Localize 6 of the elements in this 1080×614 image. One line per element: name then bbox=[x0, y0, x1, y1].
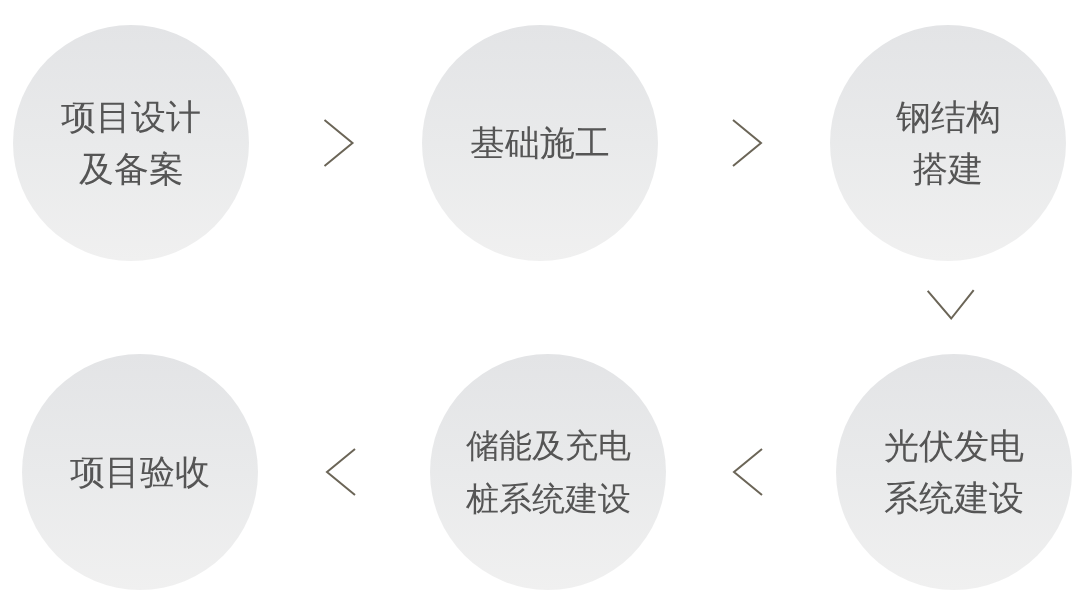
step-label: 基础施工 bbox=[469, 121, 611, 165]
step-label: 项目验收 bbox=[69, 450, 211, 494]
step-label: 项目设计及备案 bbox=[60, 95, 202, 191]
step-label: 光伏发电系统建设 bbox=[883, 424, 1025, 520]
step-label: 钢结构搭建 bbox=[894, 95, 1002, 191]
step-label: 储能及充电桩系统建设 bbox=[464, 424, 632, 520]
